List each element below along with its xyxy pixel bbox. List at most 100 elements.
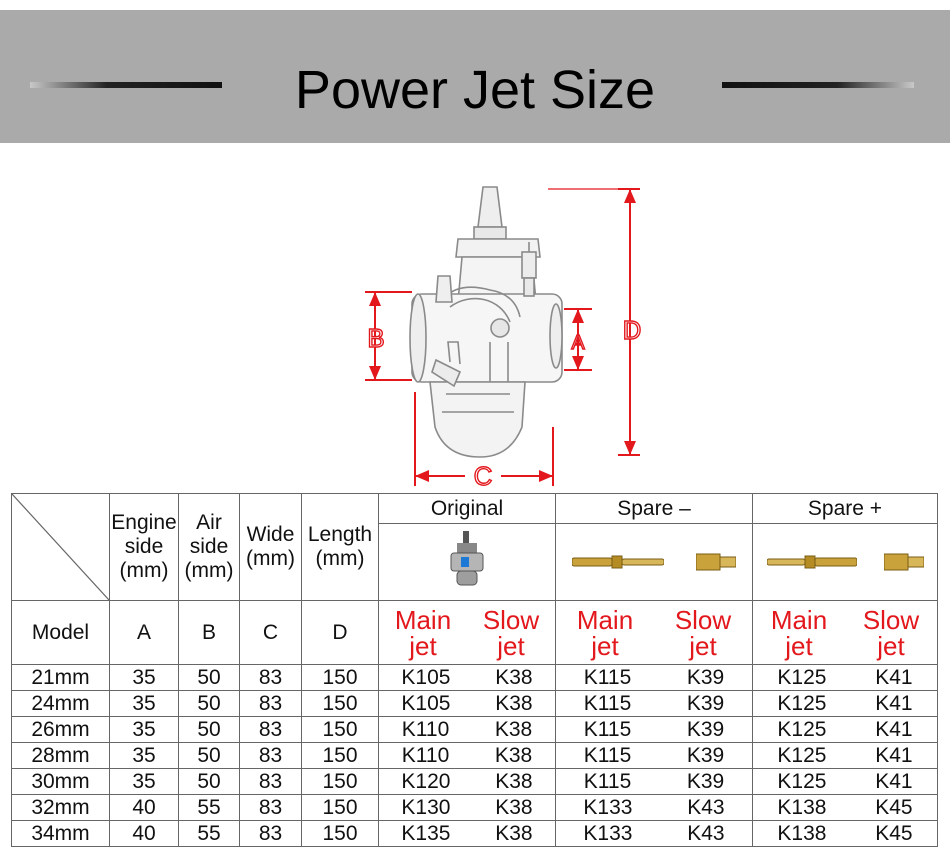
table-cell: 35: [109, 716, 179, 743]
table-cell: 83: [239, 690, 302, 717]
carburetor-thumbnail-icon: [450, 531, 484, 586]
table-cell: 50: [178, 742, 240, 769]
carburetor-sketch: C D A B: [365, 186, 642, 492]
jet-value: K105: [401, 691, 451, 715]
spare-plus-jets-image: [752, 523, 938, 601]
jet-value: K115: [583, 743, 632, 767]
table-cell: 55: [178, 794, 240, 821]
original-carburetor-image: [378, 523, 556, 601]
table-cell: 83: [239, 794, 302, 821]
jet-pair-cell: K120 K38: [378, 768, 556, 795]
jet-value: K38: [495, 769, 533, 793]
title-banner: Power Jet Size: [0, 10, 950, 143]
table-cell: 40: [109, 794, 179, 821]
table-cell: 83: [239, 664, 302, 691]
header-air-side: Air side (mm): [178, 493, 240, 601]
header-model: Model: [11, 600, 110, 665]
jet-value: K39: [686, 769, 725, 793]
jet-value: K110: [401, 717, 450, 741]
jet-value: K120: [401, 769, 451, 793]
header-engine-side: Engine side (mm): [109, 493, 179, 601]
header-b: B: [178, 600, 240, 665]
table-cell: 28mm: [11, 742, 110, 769]
jet-value: K38: [494, 743, 533, 767]
corner-diagonal-cell: [11, 493, 110, 601]
jet-value: K39: [686, 743, 725, 767]
jet-pair-cell: K110 K38: [378, 742, 556, 769]
table-cell: 35: [109, 742, 179, 769]
banner-line-left: [30, 82, 222, 88]
jet-value: K38: [495, 691, 533, 715]
jet-value: K41: [875, 769, 913, 793]
carburetor-dimension-diagram: C D A B: [350, 182, 650, 492]
table-cell: 35: [109, 768, 179, 795]
table-cell: 35: [109, 664, 179, 691]
jet-value: K138: [777, 795, 827, 819]
diagonal-line-icon: [12, 494, 109, 600]
table-cell: 150: [301, 794, 379, 821]
jet-value: K138: [777, 821, 827, 845]
jet-pair-cell: K105 K38: [378, 690, 556, 717]
table-cell: 150: [301, 664, 379, 691]
spare-minus-jets-image: [555, 523, 753, 601]
table-cell: 35: [109, 690, 179, 717]
jet-value: K39: [686, 691, 725, 715]
brass-slow-jet-icon: [883, 553, 924, 571]
jet-pair-cell: K138 K45: [752, 794, 938, 821]
brass-main-jet-icon: [572, 555, 664, 569]
table-cell: 26mm: [11, 716, 110, 743]
jet-value: K115: [583, 665, 632, 689]
table-cell: 34mm: [11, 820, 110, 847]
jet-value: K41: [875, 717, 913, 741]
jet-value: K125: [777, 769, 827, 793]
header-c: C: [239, 600, 302, 665]
table-cell: 150: [301, 716, 379, 743]
page-title: Power Jet Size: [294, 60, 656, 120]
jet-value: K125: [777, 691, 827, 715]
header-original: Original: [378, 493, 556, 524]
header-d: D: [301, 600, 379, 665]
jet-value: K39: [686, 717, 725, 741]
header-length: Length (mm): [301, 493, 379, 601]
table-cell: 150: [301, 768, 379, 795]
table-cell: 83: [239, 820, 302, 847]
jet-value: K38: [495, 665, 533, 689]
table-cell: 83: [239, 742, 302, 769]
banner-line-right: [722, 82, 914, 88]
jet-value: K125: [777, 717, 827, 741]
jet-value: K39: [686, 665, 725, 689]
header-a: A: [109, 600, 179, 665]
jet-pair-cell: K115 K39: [555, 664, 753, 691]
table-cell: 50: [178, 664, 240, 691]
jet-value: K110: [401, 743, 450, 767]
jet-value: K125: [777, 743, 827, 767]
jet-value: K133: [583, 821, 633, 845]
jet-value: K41: [875, 691, 913, 715]
jet-value: K38: [495, 821, 533, 845]
table-cell: 83: [239, 716, 302, 743]
table-cell: 40: [109, 820, 179, 847]
table-cell: 21mm: [11, 664, 110, 691]
jet-size-table: Engine side (mm) Air side (mm) Wide (mm)…: [11, 493, 938, 847]
jet-value: K45: [875, 795, 913, 819]
jet-pair-cell: K115 K39: [555, 742, 753, 769]
